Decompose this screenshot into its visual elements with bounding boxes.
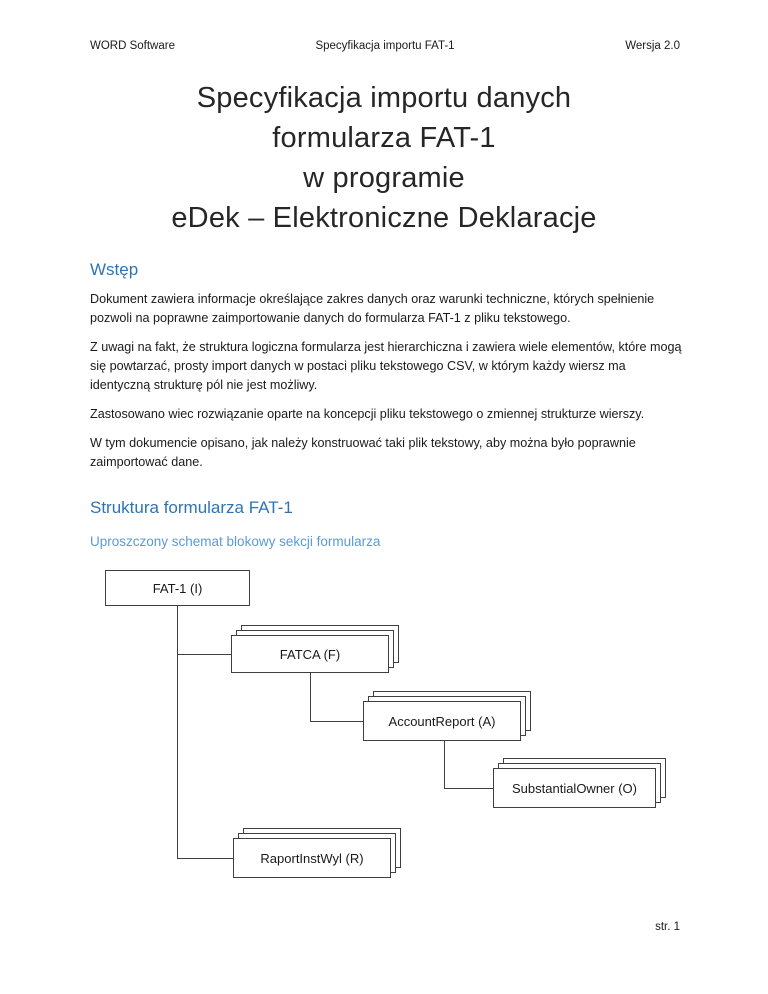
title-line-3: w programie [303, 162, 465, 194]
node-accountreport: AccountReport (A) [363, 691, 531, 741]
subheading-schemat: Uproszczony schemat blokowy sekcji formu… [90, 534, 381, 549]
header-left: WORD Software [90, 40, 175, 52]
title-line-1: Specyfikacja importu danych [196, 82, 572, 114]
heading-wstep: Wstęp [90, 260, 139, 279]
node-substantialowner-sheet-front: SubstantialOwner (O) [493, 768, 656, 808]
paragraph-2: Z uwagi na fakt, że struktura logiczna f… [90, 340, 682, 392]
node-fatca-label: FATCA (F) [279, 646, 341, 662]
connector-trunk-vertical [177, 606, 178, 858]
connector-accountreport-drop [444, 741, 445, 789]
node-fat1-label: FAT-1 (I) [152, 580, 203, 596]
node-raportinstwyl-label: RaportInstWyl (R) [260, 850, 364, 866]
header-right: Wersja 2.0 [625, 40, 680, 52]
paragraph-1: Dokument zawiera informacje określające … [90, 292, 655, 325]
paragraph-3: Zastosowano wiec rozwiązanie oparte na k… [90, 407, 645, 421]
title-line-4: eDek – Elektroniczne Deklaracje [171, 202, 597, 234]
node-fatca: FATCA (F) [231, 625, 399, 673]
header-center: Specyfikacja importu FAT-1 [315, 40, 455, 52]
node-substantialowner: SubstantialOwner (O) [493, 758, 666, 808]
node-raportinstwyl: RaportInstWyl (R) [233, 828, 401, 878]
heading-struktura: Struktura formularza FAT-1 [90, 498, 293, 517]
node-fat1: FAT-1 (I) [105, 570, 250, 606]
block-diagram: FAT-1 (I) FATCA (F) AccountReport (A) Su… [0, 563, 768, 908]
paragraph-4: W tym dokumencie opisano, jak należy kon… [90, 436, 636, 469]
connector-fatca-drop [310, 672, 311, 722]
node-fatca-sheet-front: FATCA (F) [231, 635, 389, 673]
node-accountreport-sheet-front: AccountReport (A) [363, 701, 521, 741]
connector-to-accountreport [310, 721, 363, 722]
page-header: WORD Software Specyfikacja importu FAT-1… [0, 0, 768, 52]
page-number: str. 1 [655, 921, 680, 933]
node-accountreport-label: AccountReport (A) [388, 713, 496, 729]
connector-to-raportinstwyl [177, 858, 233, 859]
node-substantialowner-label: SubstantialOwner (O) [512, 780, 637, 796]
document-title: Specyfikacja importu danych formularza F… [0, 78, 768, 238]
connector-to-fatca [177, 654, 231, 655]
connector-to-substantialowner [444, 788, 493, 789]
node-raportinstwyl-sheet-front: RaportInstWyl (R) [233, 838, 391, 878]
title-line-2: formularza FAT-1 [272, 122, 496, 154]
